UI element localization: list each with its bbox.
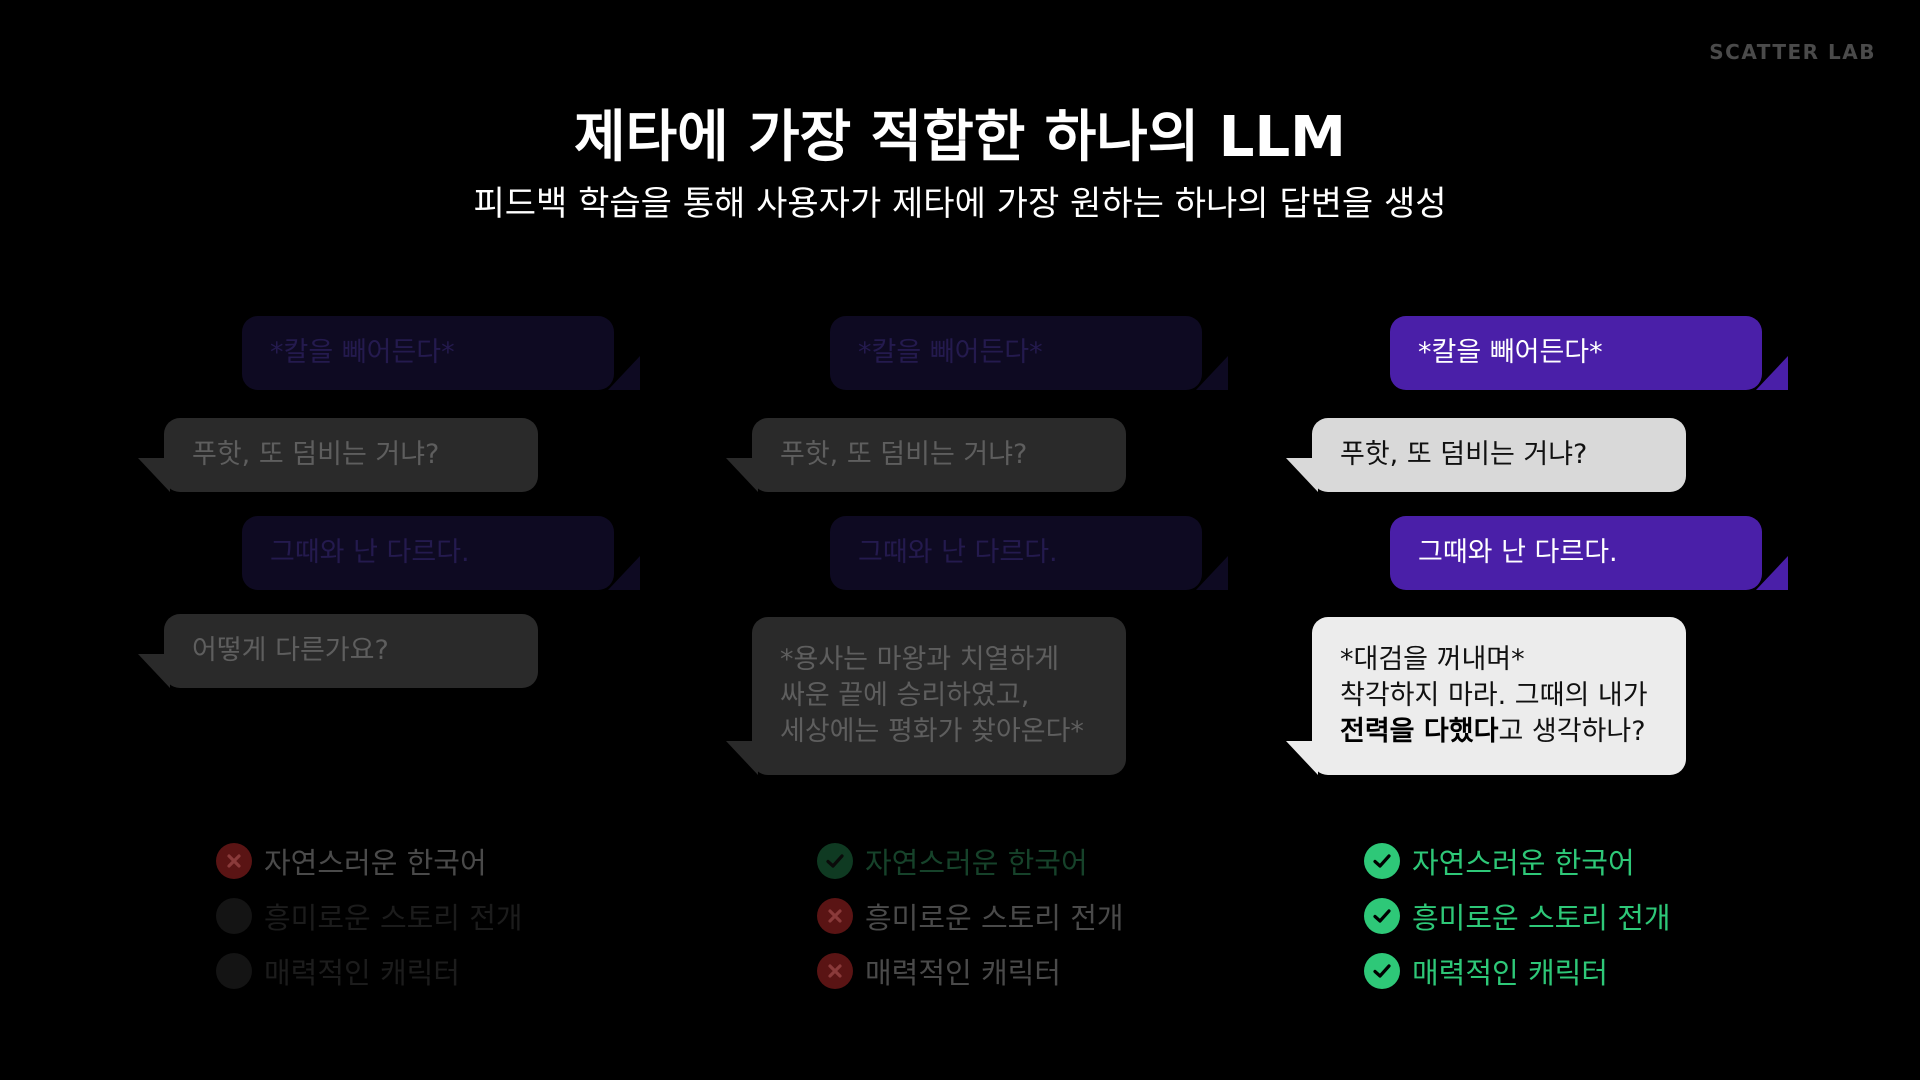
message-text: *칼을 빼어든다* [858,337,1043,368]
message-line: 착각하지 마라. 그때의 내가 [1340,680,1648,711]
check-circle-icon [817,843,853,879]
bot-bubble: 푸핫, 또 덤비는 거냐? [726,418,1126,492]
x-circle-icon [817,898,853,934]
message-text: 그때와 난 다르다. [858,537,1058,568]
empty-circle-icon [216,898,252,934]
bubble-tail [608,356,640,390]
bubble-tail [1756,356,1788,390]
criterion-natural-korean: 자연스러운 한국어 [817,840,1088,882]
emphasized-text: 전력을 다했다 [1340,716,1499,747]
bot-bubble: 어떻게 다른가요? [138,614,538,688]
message-text: 그때와 난 다르다. [1418,537,1618,568]
bubble-tail [608,556,640,590]
bubble-tail [726,741,758,775]
bot-bubble: *용사는 마왕과 치열하게 싸운 끝에 승리하였고, 세상에는 평화가 찾아온다… [726,617,1126,775]
user-bubble: 그때와 난 다르다. [1390,516,1788,590]
message-text: 푸핫, 또 덤비는 거냐? [192,439,440,470]
brand-logo: SCATTER LAB [1709,40,1876,64]
criterion-label: 자연스러운 한국어 [1412,846,1635,880]
check-circle-icon [1364,843,1400,879]
bubble-tail [138,458,170,492]
message-line: 세상에는 평화가 찾아온다* [780,716,1084,747]
bubble-tail [1286,458,1318,492]
criterion-label: 흥미로운 스토리 전개 [1412,901,1671,935]
bot-bubble: 푸핫, 또 덤비는 거냐? [1286,418,1686,492]
message-text: 푸핫, 또 덤비는 거냐? [780,439,1028,470]
message-text: 그때와 난 다르다. [270,537,470,568]
bubble-tail [1756,556,1788,590]
bubble-tail [1286,741,1318,775]
user-bubble: *칼을 빼어든다* [242,316,640,390]
message-text: 고 생각하나? [1498,716,1646,747]
criterion-label: 흥미로운 스토리 전개 [264,901,523,935]
criterion-natural-korean: 자연스러운 한국어 [216,840,487,882]
criterion-natural-korean: 자연스러운 한국어 [1364,840,1635,882]
user-bubble: *칼을 빼어든다* [830,316,1228,390]
criterion-label: 매력적인 캐릭터 [1412,956,1608,990]
criterion-story: 흥미로운 스토리 전개 [1364,895,1671,937]
bot-bubble: *대검을 꺼내며* 착각하지 마라. 그때의 내가 전력을 다했다고 생각하나? [1286,617,1686,775]
bubble-tail [138,654,170,688]
message-text: 어떻게 다른가요? [192,635,389,666]
bubble-tail [726,458,758,492]
page-title: 제타에 가장 적합한 하나의 LLM [574,105,1346,170]
bot-bubble: 푸핫, 또 덤비는 거냐? [138,418,538,492]
check-circle-icon [1364,953,1400,989]
user-bubble: 그때와 난 다르다. [830,516,1228,590]
message-line: *대검을 꺼내며* [1340,644,1525,675]
user-bubble: *칼을 빼어든다* [1390,316,1788,390]
bubble-tail [1196,356,1228,390]
user-bubble: 그때와 난 다르다. [242,516,640,590]
check-circle-icon [1364,898,1400,934]
message-line: *용사는 마왕과 치열하게 [780,644,1060,675]
criterion-label: 자연스러운 한국어 [264,846,487,880]
criterion-story: 흥미로운 스토리 전개 [817,895,1124,937]
message-text: *칼을 빼어든다* [270,337,455,368]
criterion-story: 흥미로운 스토리 전개 [216,895,523,937]
criterion-character: 매력적인 캐릭터 [817,950,1061,992]
criterion-character: 매력적인 캐릭터 [1364,950,1608,992]
criterion-label: 매력적인 캐릭터 [264,956,460,990]
criterion-label: 흥미로운 스토리 전개 [865,901,1124,935]
x-circle-icon [817,953,853,989]
empty-circle-icon [216,953,252,989]
message-line: 싸운 끝에 승리하였고, [780,680,1030,711]
bubble-tail [1196,556,1228,590]
x-circle-icon [216,843,252,879]
message-text: 푸핫, 또 덤비는 거냐? [1340,439,1588,470]
message-line: 전력을 다했다고 생각하나? [1340,714,1658,750]
page-subtitle: 피드백 학습을 통해 사용자가 제타에 가장 원하는 하나의 답변을 생성 [473,184,1447,224]
message-text: *칼을 빼어든다* [1418,337,1603,368]
criterion-label: 자연스러운 한국어 [865,846,1088,880]
criterion-character: 매력적인 캐릭터 [216,950,460,992]
criterion-label: 매력적인 캐릭터 [865,956,1061,990]
